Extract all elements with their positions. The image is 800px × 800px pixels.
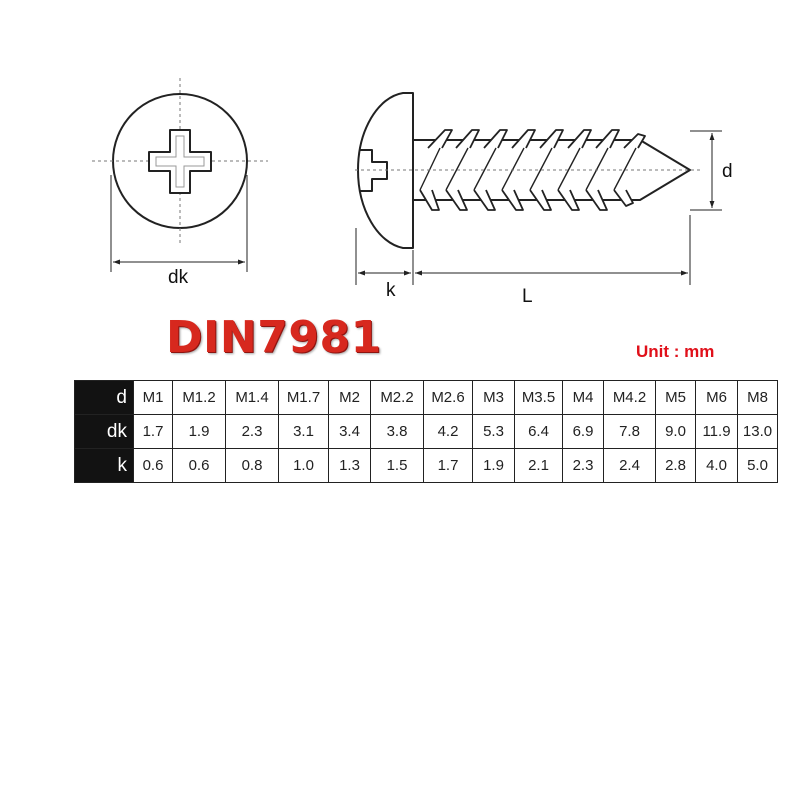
unit-label: Unit : mm — [636, 342, 715, 361]
table-cell: 5.3 — [472, 414, 515, 449]
table-cell: 5.0 — [737, 448, 778, 483]
table-cell: 1.5 — [370, 448, 424, 483]
table-cell: 7.8 — [603, 414, 656, 449]
table-cell: 4.0 — [695, 448, 738, 483]
table-cell: 9.0 — [655, 414, 696, 449]
table-cell: M2 — [328, 380, 371, 415]
table-cell: M1.2 — [172, 380, 226, 415]
table-cell: M1.4 — [225, 380, 279, 415]
row-header: d — [74, 380, 134, 415]
table-cell: M8 — [737, 380, 778, 415]
table-cell: 6.4 — [514, 414, 563, 449]
table-cell: 1.9 — [472, 448, 515, 483]
row-header: k — [74, 448, 134, 483]
row-header: dk — [74, 414, 134, 449]
table-cell: 2.3 — [225, 414, 279, 449]
screw-threads — [419, 129, 646, 211]
table-cell: 1.7 — [423, 448, 473, 483]
table-cell: M5 — [655, 380, 696, 415]
table-cell: M2.2 — [370, 380, 424, 415]
table-cell: 1.7 — [133, 414, 173, 449]
table-cell: 2.4 — [603, 448, 656, 483]
table-cell: M6 — [695, 380, 738, 415]
table-cell: 0.6 — [133, 448, 173, 483]
table-cell: M4.2 — [603, 380, 656, 415]
technical-drawing — [92, 78, 722, 285]
pan-head-tapping-screw-side-view-icon — [355, 92, 700, 249]
table-cell: 1.0 — [278, 448, 329, 483]
k-and-L-dimensions — [355, 215, 691, 285]
table-cell: M3 — [472, 380, 515, 415]
table-cell: 3.8 — [370, 414, 424, 449]
table-cell: 3.4 — [328, 414, 371, 449]
table-cell: 0.8 — [225, 448, 279, 483]
table-cell: 2.3 — [562, 448, 604, 483]
d-label: d — [722, 161, 733, 182]
table-cell: 2.1 — [514, 448, 563, 483]
table-cell: 2.8 — [655, 448, 696, 483]
dk-label: dk — [168, 267, 189, 288]
table-cell: 1.9 — [172, 414, 226, 449]
table-cell: 4.2 — [423, 414, 473, 449]
table-cell: M4 — [562, 380, 604, 415]
table-cell: 1.3 — [328, 448, 371, 483]
table-cell: 13.0 — [737, 414, 778, 449]
table-cell: 0.6 — [172, 448, 226, 483]
k-label: k — [386, 280, 396, 301]
table-cell: M3.5 — [514, 380, 563, 415]
dk-dimension — [110, 175, 248, 272]
length-label: L — [522, 286, 533, 307]
phillips-head-top-view-icon — [92, 78, 268, 244]
table-cell: M2.6 — [423, 380, 473, 415]
table-cell: M1.7 — [278, 380, 329, 415]
table-cell: 3.1 — [278, 414, 329, 449]
phillips-cross-recess — [148, 129, 212, 194]
table-cell: 6.9 — [562, 414, 604, 449]
table-cell: 11.9 — [695, 414, 738, 449]
table-cell: M1 — [133, 380, 173, 415]
d-dimension — [690, 130, 722, 211]
standard-title: DIN7981 — [166, 312, 382, 363]
